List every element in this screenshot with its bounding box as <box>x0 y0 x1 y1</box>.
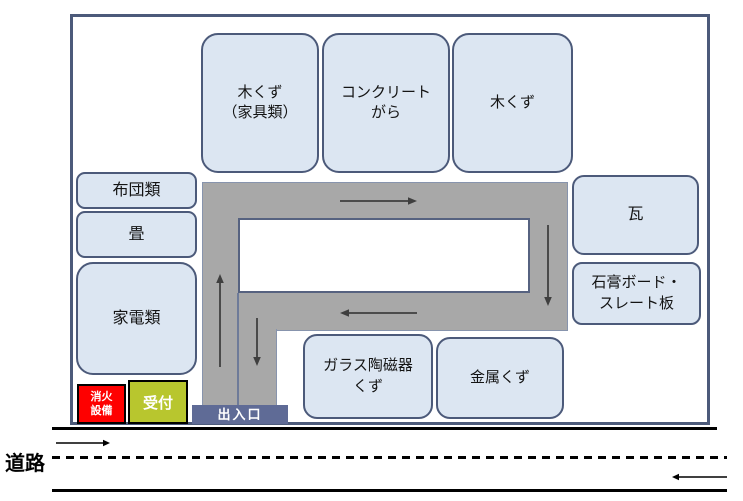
area-glass-ceramic-label: ガラス陶磁器 <box>323 357 413 375</box>
circulation-path-entry-lane <box>202 329 277 405</box>
road-top-line <box>52 427 717 430</box>
area-wood-label: 木くず <box>489 93 535 111</box>
road-center-dashed-line <box>52 456 727 459</box>
area-wood-furniture-label: 木くず <box>237 83 283 101</box>
area-gypsum-slate-label2: スレート板 <box>598 294 674 312</box>
area-gypsum-slate-box: 石膏ボード・ スレート板 <box>572 262 701 325</box>
fire-equipment-label2: 設備 <box>90 405 113 417</box>
road-arrow-right-icon <box>56 439 110 447</box>
fire-equipment-label: 消火 <box>90 390 113 403</box>
area-tatami-label: 畳 <box>128 225 145 243</box>
area-metal-box: 金属くず <box>436 337 564 419</box>
entrance-exit-label: 出入口 <box>217 407 263 422</box>
area-concrete-box: コンクリート がら <box>322 33 450 173</box>
area-appliance-box: 家電類 <box>76 262 197 375</box>
area-concrete-label: コンクリート <box>340 83 431 101</box>
area-glass-ceramic-label2: くず <box>352 377 383 395</box>
circulation-path-inner-island <box>238 218 530 293</box>
area-metal-label: 金属くず <box>469 368 530 386</box>
area-glass-ceramic-box: ガラス陶磁器 くず <box>303 334 433 419</box>
area-futon-label: 布団類 <box>112 181 161 199</box>
area-roof-tile-label: 瓦 <box>627 206 644 224</box>
area-wood-furniture-box: 木くず （家具類） <box>201 33 319 173</box>
area-wood-furniture-label2: （家具類） <box>222 104 298 121</box>
road-bottom-line <box>52 489 727 492</box>
entry-lane-divider <box>237 293 239 405</box>
area-roof-tile-box: 瓦 <box>572 175 699 255</box>
area-gypsum-slate-label: 石膏ボード・ <box>591 274 682 292</box>
road-arrow-left-icon <box>672 473 727 481</box>
fire-equipment-box: 消火 設備 <box>77 384 126 424</box>
road-label: 道路 <box>5 453 45 475</box>
area-concrete-label2: がら <box>370 104 401 121</box>
area-appliance-label: 家電類 <box>112 309 161 327</box>
entrance-exit-box: 出入口 <box>192 405 288 424</box>
area-futon-box: 布団類 <box>76 172 197 209</box>
area-tatami-box: 畳 <box>76 211 197 258</box>
reception-box: 受付 <box>128 380 188 424</box>
area-wood-box: 木くず <box>452 33 573 173</box>
reception-label: 受付 <box>142 394 173 412</box>
